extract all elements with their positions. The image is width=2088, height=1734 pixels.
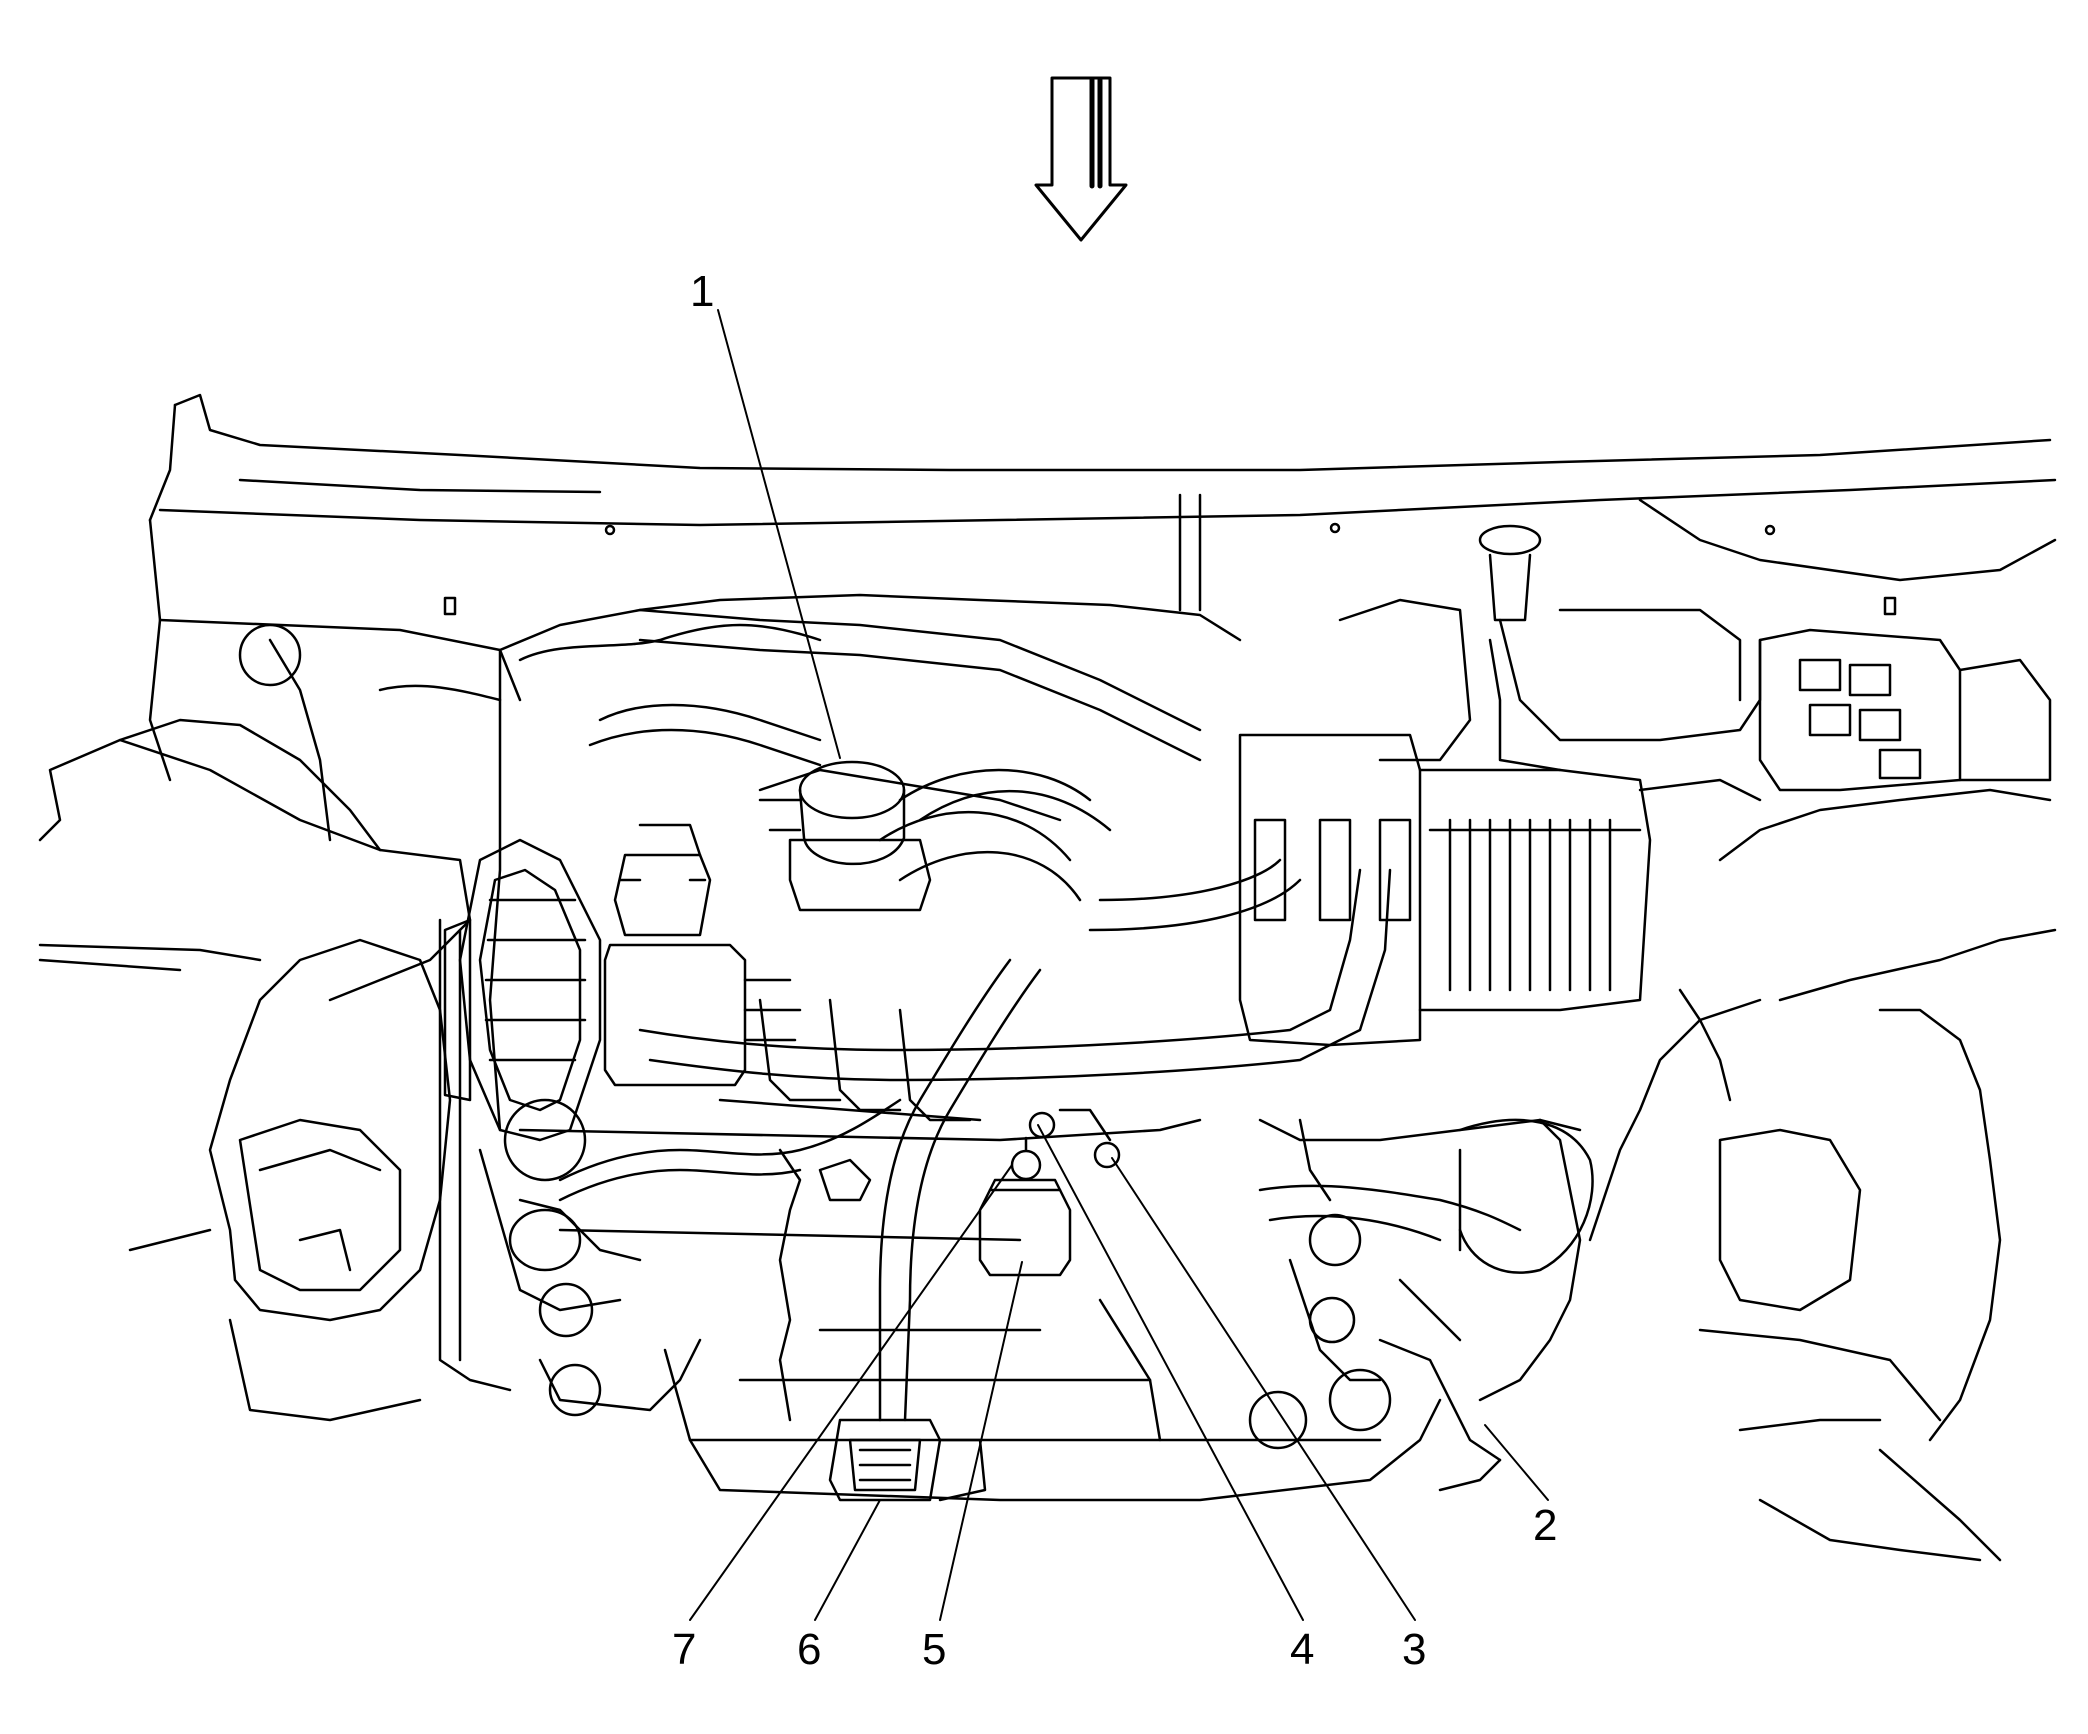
transaxle — [1248, 1118, 1594, 1492]
throttle-body — [758, 760, 932, 912]
callout-1: 1 — [690, 267, 714, 316]
callout-labels: 1 2 3 4 5 6 7 — [672, 267, 1557, 1674]
purge-solenoid — [978, 1178, 1072, 1277]
cowl-panel — [148, 393, 2057, 782]
battery-tray — [1338, 524, 1762, 772]
leader-lines — [689, 309, 1549, 1621]
wiring-harness-right — [1258, 988, 1732, 1382]
generator — [443, 838, 602, 1142]
fuse-relay-box — [1758, 628, 2052, 792]
engine-control-module — [1238, 733, 1762, 1047]
right-strut-tower — [1588, 788, 2057, 1562]
left-front-bracket — [128, 938, 452, 1422]
wiring-harness-left — [378, 623, 902, 1422]
radiator-hoses — [588, 608, 1392, 1422]
callout-6: 6 — [797, 1625, 821, 1674]
engine-block — [488, 593, 1442, 1502]
drive-belt — [438, 918, 622, 1417]
starter-motor — [828, 1418, 987, 1502]
callout-3: 3 — [1402, 1625, 1426, 1674]
left-strut-tower — [38, 623, 472, 1002]
callout-4: 4 — [1290, 1625, 1314, 1674]
fittings — [1010, 1108, 1121, 1181]
intake-manifold — [718, 768, 1112, 1122]
down-arrow-icon — [1034, 76, 1128, 242]
callout-5: 5 — [922, 1625, 946, 1674]
callout-7: 7 — [672, 1625, 696, 1674]
ignition-module — [603, 823, 802, 1087]
callout-2: 2 — [1533, 1501, 1557, 1550]
